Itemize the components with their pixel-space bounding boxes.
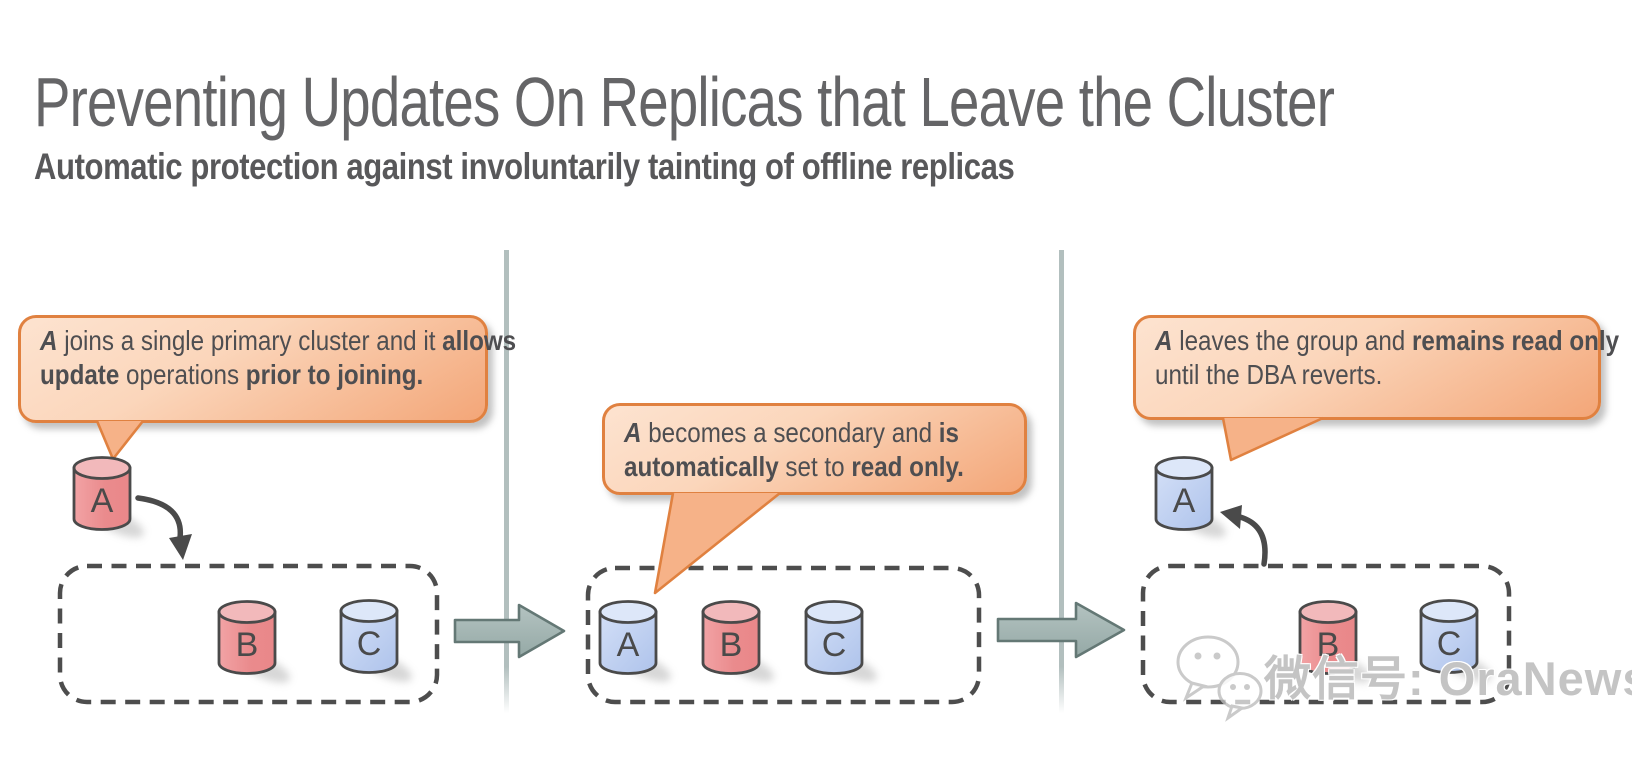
transition-arrow-2 bbox=[996, 601, 1126, 659]
cylinder-label: A bbox=[616, 626, 640, 664]
callout-secondary-text: A becomes a secondary and is automatical… bbox=[624, 416, 1059, 483]
callout-segment: remains read only bbox=[1411, 325, 1620, 356]
callout-segment: until the DBA reverts. bbox=[1155, 358, 1383, 390]
callout-segment: allows update bbox=[40, 325, 517, 390]
cluster-box-3 bbox=[1140, 563, 1512, 705]
db-cylinder-b: B bbox=[700, 600, 762, 676]
db-cylinder-c: C bbox=[1418, 599, 1480, 675]
watermark-text: 微信号: OraNews bbox=[1264, 652, 1632, 705]
cluster-box-1 bbox=[57, 563, 440, 705]
cylinder-label: A bbox=[1172, 482, 1196, 520]
callout-tail bbox=[1221, 416, 1324, 462]
callout-segment: read only. bbox=[851, 450, 964, 482]
cylinder-label: C bbox=[821, 626, 847, 664]
cylinder-label: B bbox=[235, 626, 259, 664]
cluster-box-2 bbox=[585, 565, 982, 705]
callout-segment: operations bbox=[119, 358, 246, 390]
callout-segment: prior to joining. bbox=[245, 358, 424, 390]
panel-divider-1 bbox=[504, 250, 509, 713]
callout-segment: becomes a secondary and bbox=[641, 417, 939, 448]
callout-segment: leaves the group and bbox=[1172, 325, 1412, 356]
callout-segment: A bbox=[1155, 325, 1173, 356]
callout-segment: set to bbox=[778, 450, 852, 482]
callout-leave: A leaves the group and remains read only… bbox=[1133, 315, 1619, 462]
transition-arrow-1 bbox=[453, 603, 566, 659]
callout-segment: A bbox=[40, 325, 58, 356]
callout-leave-text: A leaves the group and remains read only… bbox=[1155, 324, 1632, 391]
panel-divider-2 bbox=[1059, 250, 1064, 713]
db-cylinder-b: B bbox=[216, 600, 278, 676]
wechat-icon bbox=[1176, 635, 1263, 722]
db-cylinder-a-free: A bbox=[71, 456, 133, 532]
callout-join-text: A joins a single primary cluster and it … bbox=[40, 324, 522, 391]
callout-join: A joins a single primary cluster and it … bbox=[18, 315, 516, 461]
db-cylinder-c: C bbox=[803, 600, 865, 676]
callout-secondary: A becomes a secondary and is automatical… bbox=[602, 403, 1027, 595]
db-cylinder-a-free: A bbox=[1153, 456, 1215, 532]
callout-segment: A bbox=[624, 417, 642, 448]
cylinder-label: B bbox=[1316, 626, 1340, 664]
leave-curved-arrow-icon bbox=[1220, 505, 1268, 567]
cylinder-label: A bbox=[90, 482, 114, 520]
callout-segment: joins a single primary cluster and it bbox=[57, 325, 443, 356]
cylinder-label: C bbox=[356, 625, 382, 663]
db-cylinder-c: C bbox=[338, 599, 400, 675]
slide-subtitle: Automatic protection against involuntari… bbox=[34, 146, 1015, 187]
join-curved-arrow-icon bbox=[135, 495, 192, 560]
db-cylinder-a: A bbox=[597, 600, 659, 676]
cylinder-label: B bbox=[719, 626, 743, 664]
db-cylinder-b: B bbox=[1297, 600, 1359, 676]
cylinder-label: C bbox=[1436, 625, 1462, 663]
callout-tail bbox=[653, 491, 781, 595]
callout-segment: is automatically bbox=[624, 417, 959, 482]
slide-title: Preventing Updates On Replicas that Leav… bbox=[34, 63, 1335, 141]
